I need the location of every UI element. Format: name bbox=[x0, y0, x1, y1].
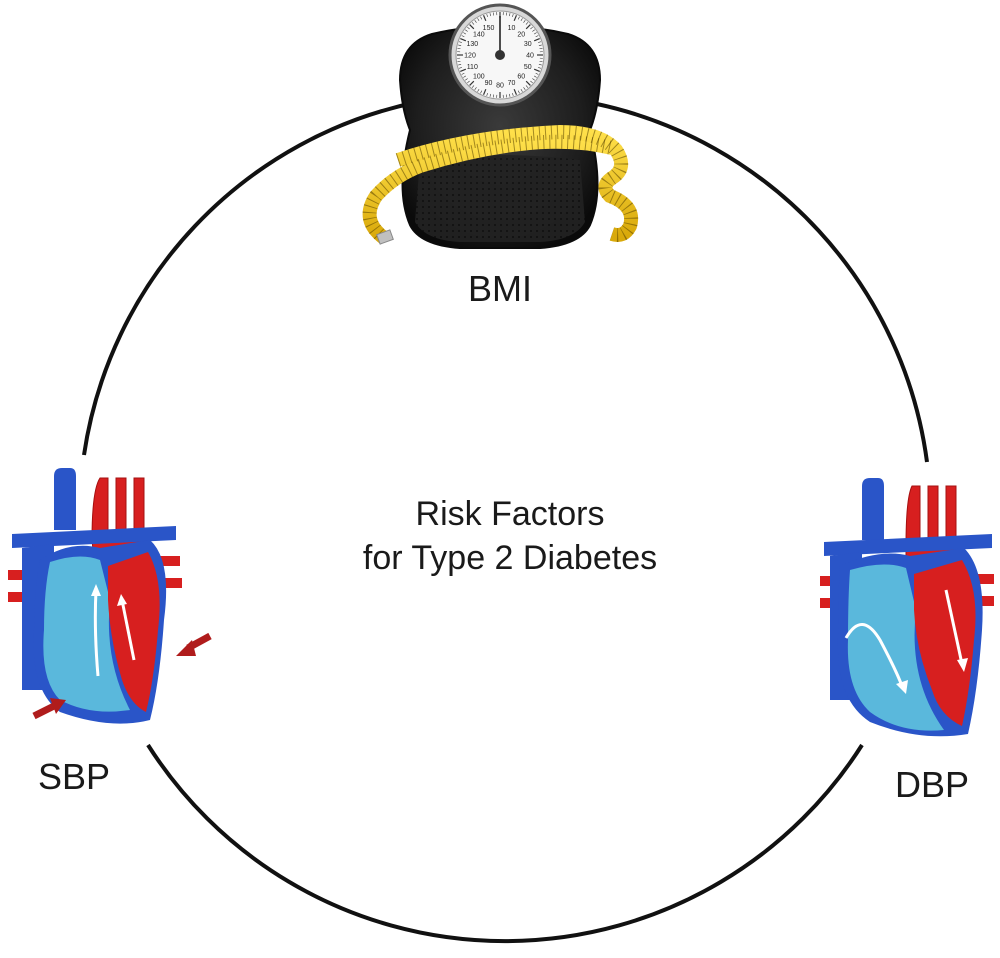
scale-dial-number: 70 bbox=[508, 80, 516, 87]
scale-dial-number: 30 bbox=[524, 41, 532, 48]
scale-dial-number: 10 bbox=[508, 25, 516, 32]
scale-dial-number: 60 bbox=[517, 74, 525, 81]
center-title-line-2: for Type 2 Diabetes bbox=[310, 536, 710, 580]
heart-diastole-icon bbox=[820, 478, 994, 736]
cycle-arc-top-right bbox=[597, 104, 927, 462]
center-title-line-1: Risk Factors bbox=[310, 492, 710, 536]
dbp-label: DBP bbox=[872, 764, 992, 806]
bmi-label: BMI bbox=[440, 268, 560, 310]
scale-dial-number: 20 bbox=[517, 31, 525, 38]
cycle-arc-top-left bbox=[84, 102, 418, 455]
cycle-arc-bottom bbox=[148, 745, 862, 941]
scale-dial-number: 80 bbox=[496, 83, 504, 90]
scale-dial-number: 120 bbox=[464, 53, 476, 60]
scale-dial-number: 90 bbox=[485, 80, 493, 87]
scale-dial-number: 140 bbox=[473, 31, 485, 38]
scale-dial-number: 150 bbox=[483, 25, 495, 32]
sbp-label: SBP bbox=[14, 756, 134, 798]
diagram-center-title: Risk Factors for Type 2 Diabetes bbox=[310, 492, 710, 580]
scale-dial-number: 130 bbox=[466, 41, 478, 48]
scale-dial-number: 50 bbox=[524, 64, 532, 71]
heart-systole-icon bbox=[8, 468, 210, 724]
scale-dial-number: 40 bbox=[526, 53, 534, 60]
scale-dial-number: 100 bbox=[473, 74, 485, 81]
scale-dial-number: 110 bbox=[467, 64, 478, 71]
